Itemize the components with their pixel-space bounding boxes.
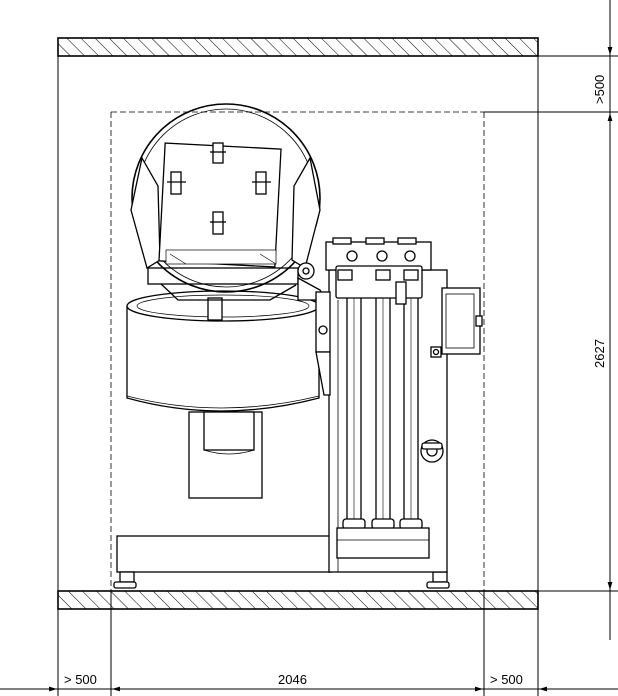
ceiling-slab [57,37,539,57]
machine [113,103,483,589]
base-plate [116,535,332,573]
dim-width: 2046 [278,672,307,687]
mixing-bowl [126,290,320,412]
lower-tank [336,527,430,559]
machine-feet [113,571,450,589]
room-outline [57,56,539,591]
hydraulic-cylinders [342,295,423,530]
emergency-stop-knob [420,439,444,463]
tilting-lid [130,103,321,293]
hinge-linkage [297,262,407,396]
beater-attachments [167,142,271,235]
floor-slab [57,590,539,610]
dim-left-clearance: > 500 [64,672,97,687]
clearance-envelope [110,111,485,591]
dim-top-clearance: >500 [592,75,607,104]
dim-right-clearance: > 500 [490,672,523,687]
dim-height: 2627 [592,339,607,368]
